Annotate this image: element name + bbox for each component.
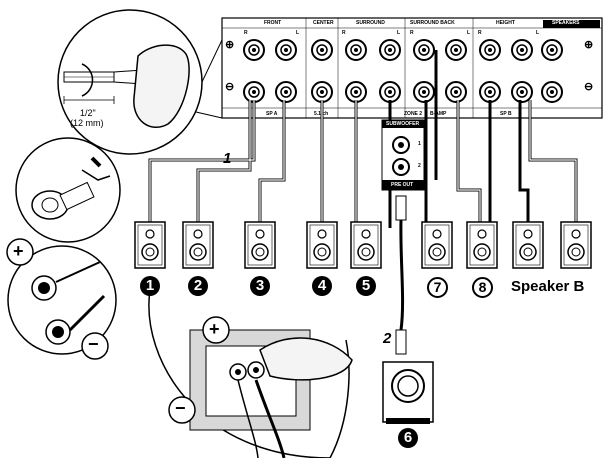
minus-mark: ⊖: [225, 81, 235, 93]
terminal-post: [479, 81, 501, 103]
speaker-cabinet: [560, 221, 592, 269]
subwoofer-port-1: 1: [418, 141, 421, 147]
terminal-post: [275, 81, 297, 103]
speaker-cabinet: [306, 221, 338, 269]
group-label-height: HEIGHT: [496, 20, 515, 26]
group-label-front: FRONT: [264, 20, 282, 26]
minus-symbol-circle-2: [168, 396, 196, 424]
terminal-twist-detail: [15, 137, 121, 243]
terminal-post: [275, 39, 297, 61]
subwoofer-cable: [395, 195, 407, 355]
group-label-surround-back: SURROUND BACK: [410, 20, 455, 26]
channel-label-r: R: [244, 30, 248, 36]
plus-mark-right: ⊕: [584, 39, 594, 51]
plus-symbol-circle-2: [202, 316, 230, 344]
terminal-post: [541, 39, 563, 61]
step-2-label: 2: [383, 330, 392, 347]
strip-length-mm: (12 mm): [70, 118, 104, 128]
speaker-cabinet: [512, 221, 544, 269]
speaker-number-8: 8: [472, 277, 493, 298]
terminal-post: [511, 39, 533, 61]
terminal-post: [311, 39, 333, 61]
group-label-surround: SURROUND: [356, 20, 385, 26]
preout-label: PRE OUT: [391, 182, 414, 188]
terminal-post: [379, 81, 401, 103]
speaker-number-7: 7: [427, 277, 448, 298]
minus-sign-2: −: [175, 398, 186, 418]
bottom-label-zone2: ZONE 2: [404, 111, 423, 117]
channel-label-l: L: [397, 30, 401, 36]
hand-insert-detail: [148, 289, 353, 458]
terminal-post: [413, 81, 435, 103]
speaker-terminals: [243, 39, 563, 103]
plus-mark: ⊕: [225, 39, 235, 51]
channel-label-r: R: [478, 30, 482, 36]
minus-symbol-circle: [81, 332, 109, 360]
bottom-label-bamp: B-AMP: [430, 111, 447, 117]
bottom-label-sp-a: SP A: [266, 111, 278, 117]
subwoofer-preout-block: [381, 119, 425, 191]
step-1-label: 1: [223, 150, 232, 167]
minus-sign: −: [88, 334, 99, 354]
subwoofer-port-2: 2: [418, 163, 421, 169]
channel-label-l: L: [296, 30, 300, 36]
plus-sign: +: [13, 241, 24, 261]
speaker-row: [134, 221, 592, 269]
polarity-detail: [7, 245, 117, 355]
terminal-post: [345, 39, 367, 61]
channel-label-l: L: [536, 30, 540, 36]
channel-label-r: R: [342, 30, 346, 36]
group-label-center: CENTER: [313, 20, 334, 26]
terminal-post: [379, 39, 401, 61]
speaker-number-5: 5: [356, 276, 376, 296]
plus-sign-2: +: [209, 319, 220, 339]
terminal-post: [511, 81, 533, 103]
strip-length-inch: 1/2": [80, 108, 96, 118]
minus-mark-right: ⊖: [584, 81, 594, 93]
subwoofer: [382, 361, 434, 424]
terminal-post: [345, 81, 367, 103]
terminal-post: [413, 39, 435, 61]
speaker-cabinet: [182, 221, 214, 269]
speaker-number-1: 1: [140, 276, 160, 296]
channel-label-r: R: [410, 30, 414, 36]
speaker-number-4: 4: [312, 276, 332, 296]
speaker-cabinet: [421, 221, 453, 269]
speaker-cabinet: [350, 221, 382, 269]
terminal-post: [479, 39, 501, 61]
plus-symbol-circle: [6, 238, 34, 266]
speaker-cabinet: [466, 221, 498, 269]
speaker-number-3: 3: [250, 276, 270, 296]
speaker-cabinet: [244, 221, 276, 269]
speaker-number-2: 2: [188, 276, 208, 296]
terminal-post: [445, 81, 467, 103]
bottom-label-sp-b: SP B: [500, 111, 512, 117]
panel-title: SPEAKERS: [552, 20, 580, 26]
bottom-label-5-1ch: 5.1 ch: [314, 111, 329, 117]
terminal-post: [311, 81, 333, 103]
channel-label-l: L: [467, 30, 471, 36]
terminal-post: [243, 39, 265, 61]
speaker-cabinet: [134, 221, 166, 269]
terminal-post: [541, 81, 563, 103]
wire-strip-detail: [57, 9, 223, 155]
terminal-post: [445, 39, 467, 61]
subwoofer-jack-title: SUBWOOFER: [386, 121, 420, 127]
speaker-b-label: Speaker B: [511, 278, 585, 295]
terminal-post: [243, 81, 265, 103]
subwoofer-number-6: 6: [398, 428, 418, 448]
